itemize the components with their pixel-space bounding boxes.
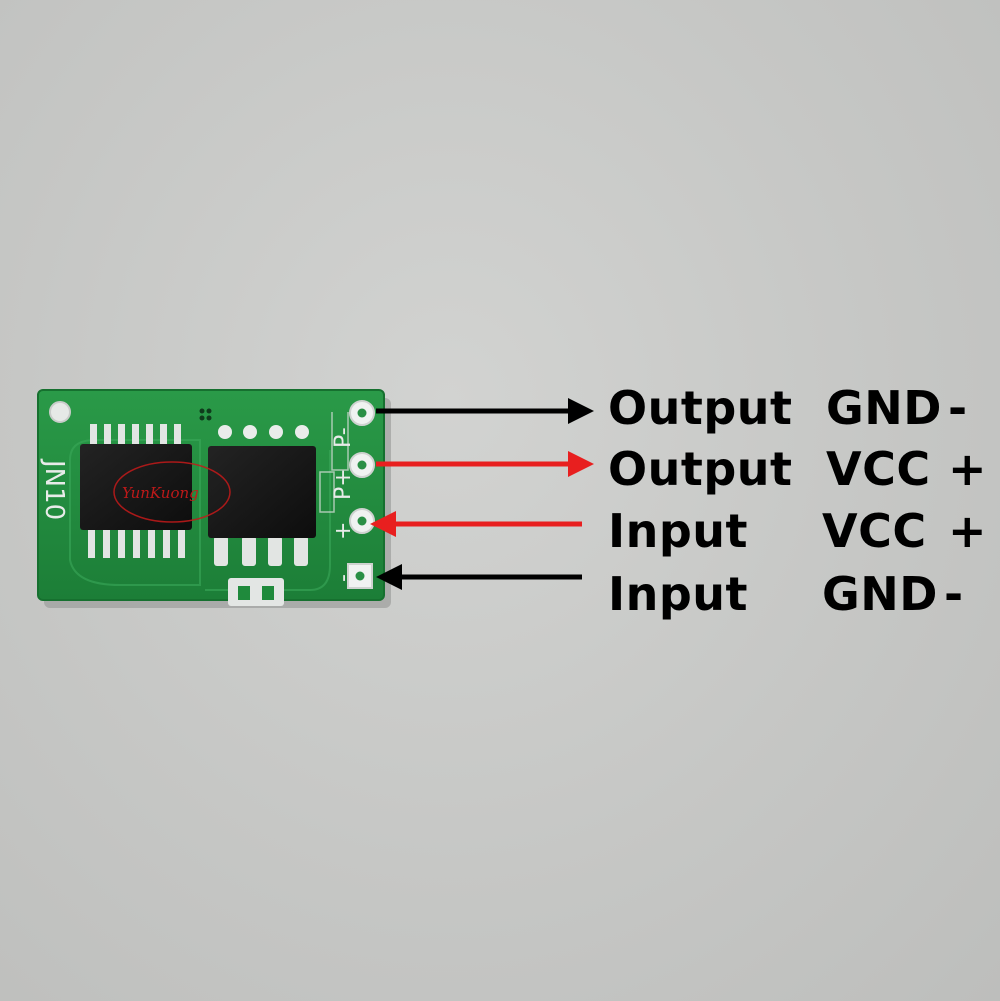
arrows: [370, 398, 594, 590]
copper-trace: [205, 450, 331, 591]
silk-outline: [319, 471, 335, 513]
label-sign: -: [944, 567, 964, 621]
silkscreen-pad-marks: P- P+ + -: [331, 427, 356, 582]
silk-mark-p-minus: P-: [331, 427, 356, 448]
silk-mark-plus: +: [331, 522, 356, 540]
label-signal: VCC: [826, 442, 931, 496]
chip-1-bottom-pins: [88, 528, 185, 558]
vias: [199, 408, 212, 421]
chip-1: [80, 444, 192, 530]
label-role: Output: [608, 442, 793, 496]
chip-2: [208, 446, 316, 538]
label-sign: +: [948, 442, 988, 496]
chip-1-top-pins: [90, 424, 181, 448]
label-signal: VCC: [822, 504, 927, 558]
chip-2-top-pins: [218, 425, 309, 439]
chip-2-bottom-pins: [214, 536, 308, 566]
silkscreen-board-id: JN10: [39, 458, 69, 520]
watermark-text: YunKuong: [122, 484, 199, 502]
silk-mark-p-plus: P+: [331, 468, 356, 500]
label-sign: +: [948, 504, 988, 558]
label-role: Input: [608, 567, 749, 621]
label-signal: GND: [822, 567, 938, 621]
label-signal: GND: [826, 381, 942, 435]
copper-trace: [69, 439, 201, 586]
silk-mark-minus: -: [331, 574, 356, 582]
solder-pads: [347, 400, 375, 589]
mounting-hole: [49, 401, 71, 423]
label-role: Input: [608, 504, 749, 558]
label-role: Output: [608, 381, 793, 435]
label-sign: -: [948, 381, 968, 435]
watermark-logo: YunKuong: [113, 461, 231, 523]
